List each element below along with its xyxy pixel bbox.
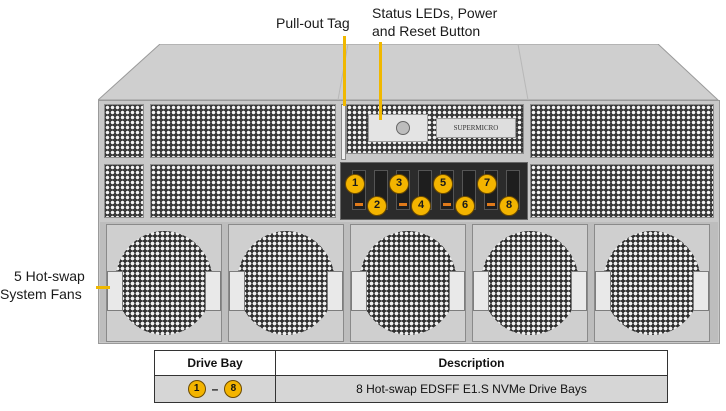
drive-led bbox=[487, 203, 495, 206]
fan-handle[interactable] bbox=[449, 271, 465, 311]
drive-led bbox=[399, 203, 407, 206]
fan-handle[interactable] bbox=[571, 271, 587, 311]
vent-upper-left-small bbox=[104, 104, 144, 158]
table-header-drive-bay: Drive Bay bbox=[154, 350, 276, 376]
fan-grill bbox=[603, 231, 701, 335]
status-leds-leader bbox=[379, 42, 382, 120]
table-cell-drive-bay-range: 1–8 bbox=[154, 375, 276, 403]
fans-label-line1: 5 Hot-swap bbox=[14, 268, 85, 284]
fan-handle[interactable] bbox=[693, 271, 709, 311]
pull-out-tag[interactable] bbox=[341, 104, 346, 160]
vent-upper-left bbox=[150, 104, 336, 158]
fan-grill bbox=[481, 231, 579, 335]
system-fan[interactable] bbox=[594, 224, 710, 342]
brand-logo: SUPERMICRO bbox=[436, 118, 516, 138]
fan-handle[interactable] bbox=[351, 271, 367, 311]
drive-bay-number-7: 7 bbox=[477, 174, 497, 194]
chassis-top bbox=[98, 44, 720, 101]
fan-handle[interactable] bbox=[327, 271, 343, 311]
pull-out-tag-leader bbox=[343, 36, 346, 106]
table-cell-description: 8 Hot-swap EDSFF E1.S NVMe Drive Bays bbox=[275, 375, 668, 403]
system-fan[interactable] bbox=[228, 224, 344, 342]
bay-range-start: 1 bbox=[187, 380, 206, 398]
drive-bay-number-5: 5 bbox=[433, 174, 453, 194]
fan-grill bbox=[115, 231, 213, 335]
vent-middle-right bbox=[530, 164, 714, 218]
table-header-description: Description bbox=[275, 350, 668, 376]
drive-led bbox=[355, 203, 363, 206]
bay-range-end: 8 bbox=[224, 380, 243, 398]
power-button-icon[interactable] bbox=[396, 121, 410, 135]
fan-grill bbox=[359, 231, 457, 335]
vent-middle-left-small bbox=[104, 164, 144, 218]
drive-bay-number-6: 6 bbox=[455, 196, 475, 216]
system-fan[interactable] bbox=[472, 224, 588, 342]
system-fan[interactable] bbox=[106, 224, 222, 342]
fans-label-line2: System Fans bbox=[0, 286, 82, 302]
fan-handle[interactable] bbox=[205, 271, 221, 311]
fan-handle[interactable] bbox=[107, 271, 123, 311]
drive-bay-number-4: 4 bbox=[411, 196, 431, 216]
fan-handle[interactable] bbox=[595, 271, 611, 311]
status-leds-label-line1: Status LEDs, Power bbox=[372, 5, 498, 21]
table-row: 1–8 8 Hot-swap EDSFF E1.S NVMe Drive Bay… bbox=[154, 375, 668, 403]
drive-bay-number-1: 1 bbox=[345, 174, 365, 194]
drive-bay-number-8: 8 bbox=[499, 196, 519, 216]
fan-handle[interactable] bbox=[229, 271, 245, 311]
vent-middle-left bbox=[150, 164, 336, 218]
drive-led bbox=[443, 203, 451, 206]
fans-leader bbox=[96, 286, 110, 289]
bay-range-separator: – bbox=[211, 382, 219, 396]
fan-grill bbox=[237, 231, 335, 335]
status-leds-label-line2: and Reset Button bbox=[372, 23, 481, 39]
fan-handle[interactable] bbox=[473, 271, 489, 311]
drive-bay-number-2: 2 bbox=[367, 196, 387, 216]
drive-bay-table: Drive Bay Description 1–8 8 Hot-swap EDS… bbox=[154, 350, 668, 403]
pull-out-tag-label: Pull-out Tag bbox=[276, 15, 350, 31]
system-fan[interactable] bbox=[350, 224, 466, 342]
drive-bay-number-3: 3 bbox=[389, 174, 409, 194]
vent-upper-right bbox=[530, 104, 714, 158]
